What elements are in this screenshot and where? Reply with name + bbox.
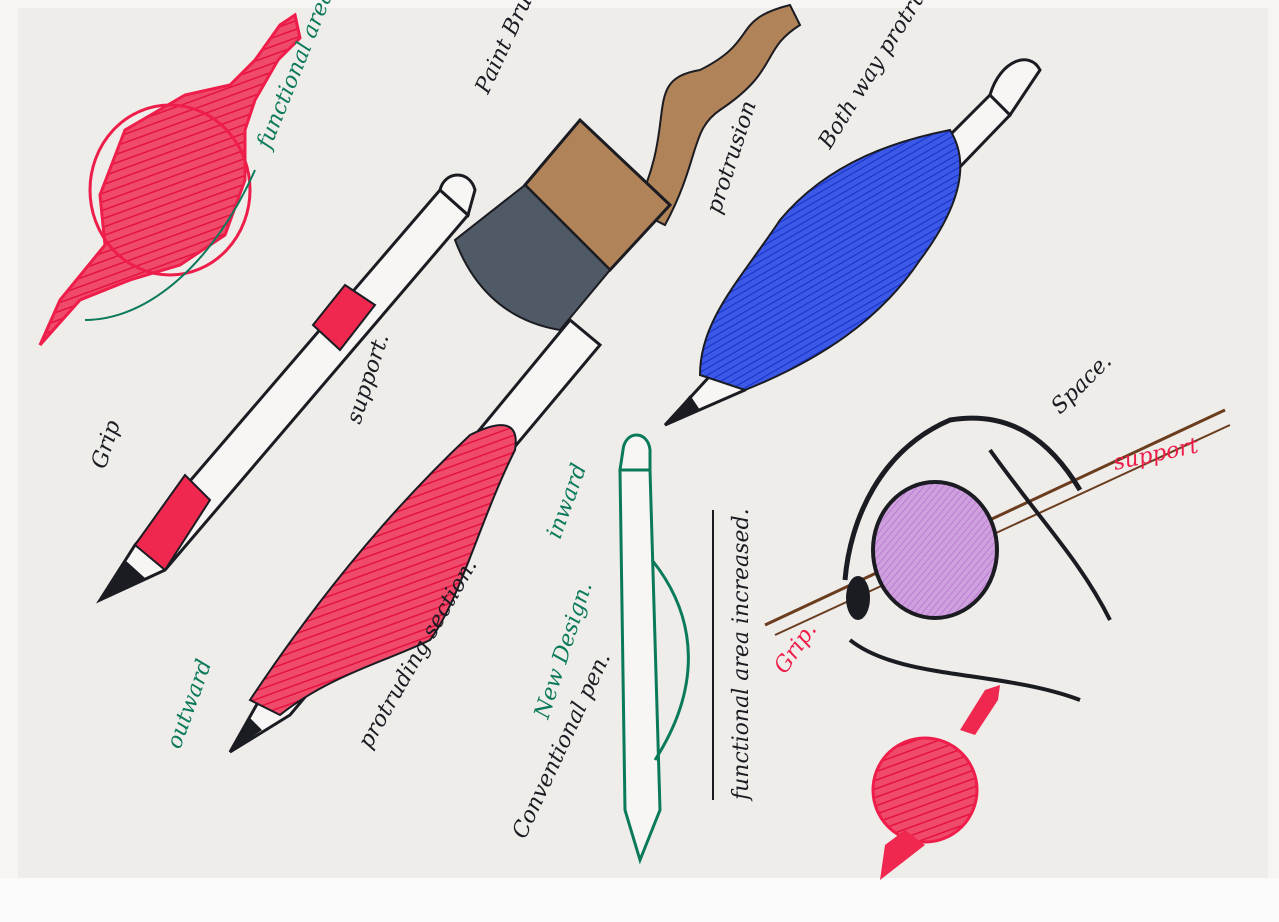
bottom-strip	[0, 878, 1279, 922]
label-functional-area-right: functional area increased.	[729, 508, 754, 802]
